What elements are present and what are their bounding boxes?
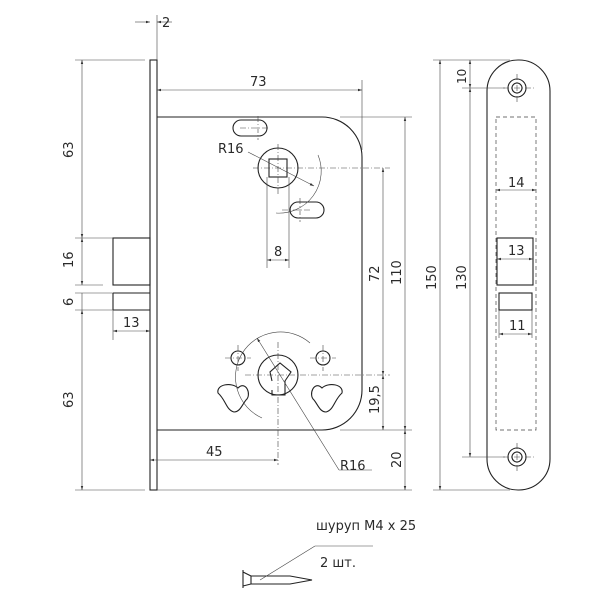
upper-height-label: 63 xyxy=(62,141,77,158)
recess-outline xyxy=(495,116,537,431)
screw-quantity: 2 шт. xyxy=(320,556,356,571)
heart-hole-left xyxy=(217,384,249,413)
spindle-square-label: 8 xyxy=(274,245,282,260)
body-height-label: 110 xyxy=(390,260,405,285)
thickness-label: 2 xyxy=(162,16,170,31)
gap-label: 6 xyxy=(62,298,77,306)
cylinder-radius-label: R16 xyxy=(340,459,366,474)
recess-width-label: 14 xyxy=(508,176,525,191)
latch xyxy=(112,237,151,286)
backset-label: 45 xyxy=(206,445,223,460)
hole-offset-label: 10 xyxy=(455,69,469,84)
upper-slot xyxy=(232,119,268,137)
faceplate-front-view: 14 13 11 150 130 10 xyxy=(425,59,551,491)
latch-window-label: 13 xyxy=(508,244,525,259)
screw-icon xyxy=(242,570,313,588)
side-view: R16 8 R16 63 16 6 63 13 xyxy=(62,15,412,491)
hole-spacing-label: 130 xyxy=(455,265,470,290)
latch-projection-label: 13 xyxy=(123,316,140,331)
bottom-offset-label: 20 xyxy=(390,451,405,468)
lock-body xyxy=(157,116,363,431)
key-profile xyxy=(269,362,292,396)
screw-callout: шуруп М4 х 25 2 шт. xyxy=(242,519,416,588)
faceplate xyxy=(486,59,551,491)
screw-spec: шуруп М4 х 25 xyxy=(316,519,416,534)
faceplate-length-label: 150 xyxy=(425,265,440,290)
cylinder-offset-label: 19,5 xyxy=(368,385,383,414)
depth-label: 73 xyxy=(250,75,267,90)
lower-height-label: 63 xyxy=(62,391,77,408)
bolt-window xyxy=(498,292,533,311)
latch-window xyxy=(496,237,534,286)
center-distance-label: 72 xyxy=(368,265,383,282)
faceplate-side xyxy=(149,59,158,491)
latch-height-label: 16 xyxy=(62,251,77,268)
heart-hole-right xyxy=(311,384,343,413)
deadbolt-stub xyxy=(112,292,150,311)
bolt-window-label: 11 xyxy=(509,319,526,334)
handle-radius-label: R16 xyxy=(218,142,244,157)
